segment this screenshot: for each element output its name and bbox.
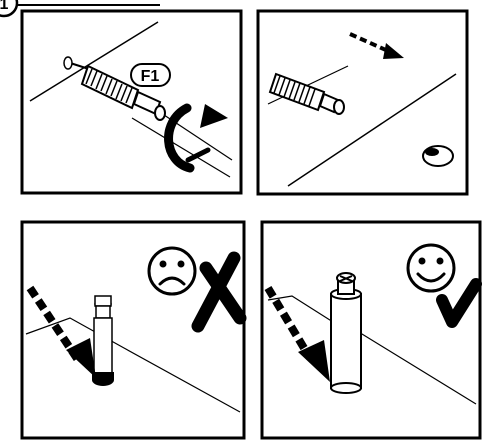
panel-slide-into-hole — [258, 11, 467, 194]
panel-insert-screw: F1 — [22, 11, 241, 193]
cam-screw-icon — [92, 296, 114, 386]
step-number: 1 — [0, 0, 9, 13]
panel-correct-depth — [262, 222, 480, 438]
f1-label: F1 — [141, 68, 160, 85]
hole-icon — [423, 146, 453, 166]
happy-face-icon — [408, 245, 454, 291]
panel-wrong-depth — [22, 222, 244, 438]
f1-callout: F1 — [131, 64, 170, 86]
sad-face-icon — [149, 248, 195, 294]
cam-screw-icon — [331, 273, 361, 393]
